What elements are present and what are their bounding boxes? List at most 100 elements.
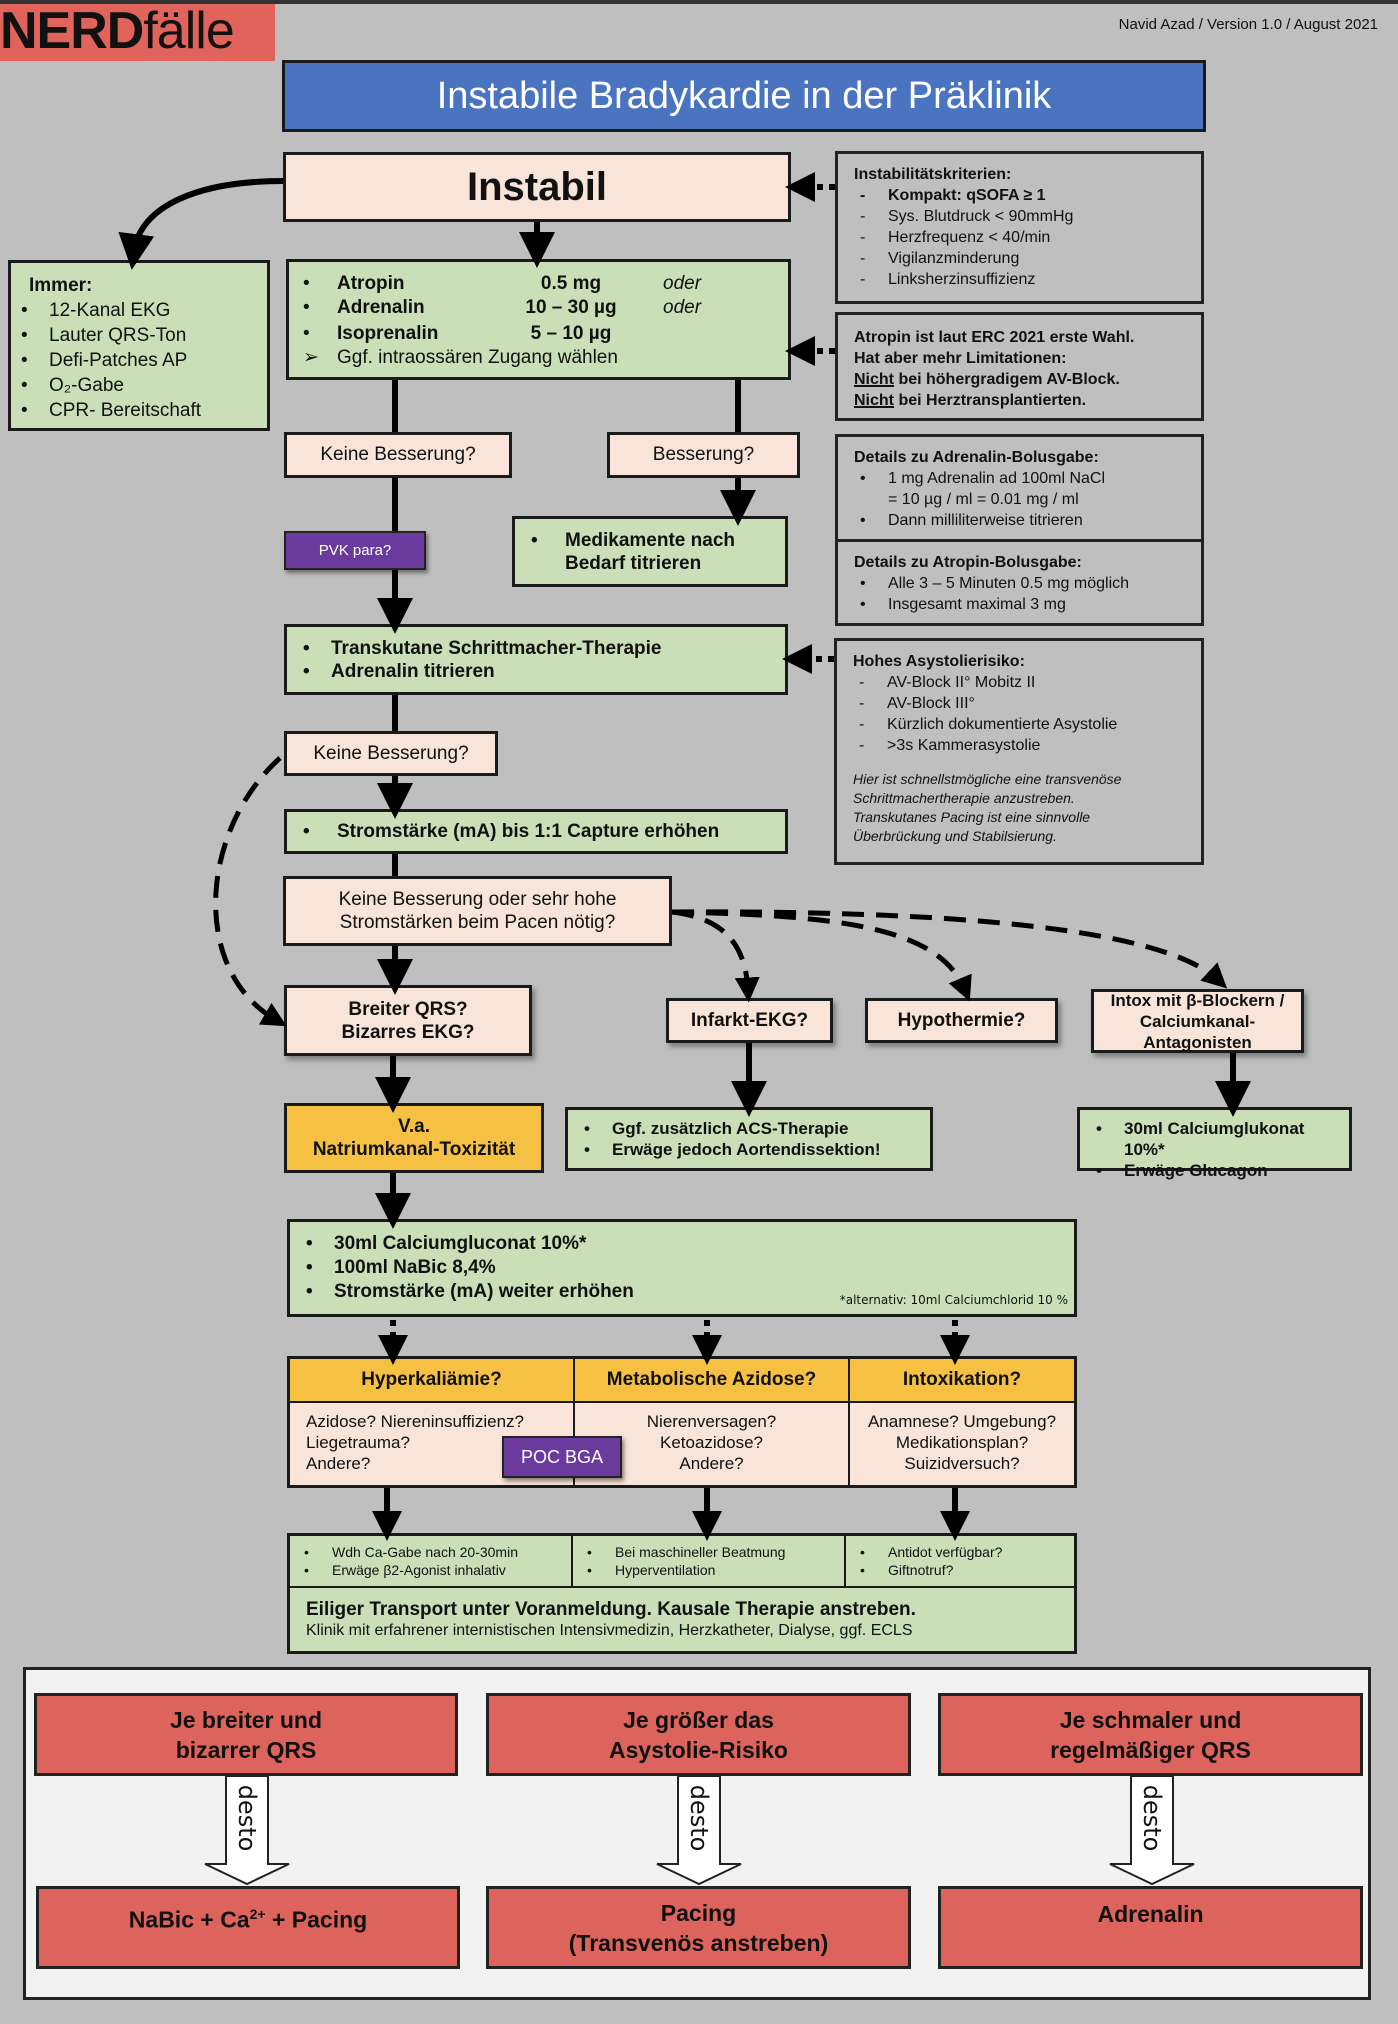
label: Calciumkanal-Antagonisten xyxy=(1139,1011,1256,1052)
superscript: 2+ xyxy=(249,1906,266,1922)
label: Infarkt-EKG? xyxy=(690,1009,809,1031)
keine-besserung-2: Keine Besserung? xyxy=(284,731,498,776)
label: Je schmaler und xyxy=(1059,1706,1242,1733)
label: Bedarf titrieren xyxy=(565,553,702,574)
cause-line: Medikationsplan? xyxy=(895,1433,1029,1452)
transport-sub: Klinik mit erfahrener internistischen In… xyxy=(306,1622,913,1639)
label: Medikamente nach xyxy=(565,530,735,551)
label: V.a. xyxy=(397,1116,431,1137)
desto-arrow-3: desto xyxy=(1108,1775,1196,1886)
immer-item: CPR- Bereitschaft xyxy=(15,398,257,423)
therapy-item: Stromstärke (mA) weiter erhöhen xyxy=(300,1280,1074,1304)
note-item: Linksherzinsuffizienz xyxy=(854,269,1191,290)
label: Je breiter und xyxy=(169,1706,323,1733)
atropin-note: Atropin ist laut ERC 2021 erste Wahl. Ha… xyxy=(835,312,1204,421)
hohe-stromstaerke-box: Keine Besserung oder sehr hohe Stromstär… xyxy=(283,876,672,946)
label: Asystolie-Risiko xyxy=(609,1736,788,1763)
therapy-item: 100ml NaBic 8,4% xyxy=(300,1256,1074,1280)
label: Je größer das xyxy=(623,1706,774,1733)
drugs-box: • Atropin 0.5 mg oder • Adrenalin 10 – 3… xyxy=(286,259,791,380)
immer-item: Lauter QRS-Ton xyxy=(15,323,257,348)
causes-table: Hyperkaliämie? Azidose? Niereninsuffizie… xyxy=(287,1356,1077,1488)
hypothermie-box: Hypothermie? xyxy=(865,998,1058,1043)
desto-label: desto xyxy=(685,1784,713,1852)
label: bizarrer QRS xyxy=(175,1736,317,1763)
therapy-cell: Antidot verfügbar?Giftnotruf? xyxy=(846,1536,1074,1586)
cause-body: Anamnese? Umgebung? Medikationsplan? Sui… xyxy=(850,1403,1074,1485)
label: Breiter QRS? xyxy=(348,998,468,1020)
note-item: Alle 3 – 5 Minuten 0.5 mg möglich xyxy=(854,573,1191,594)
infarkt-box: Infarkt-EKG? xyxy=(666,998,833,1043)
cause-line: Anamnese? Umgebung? xyxy=(867,1412,1057,1431)
note-item: Insgesamt maximal 3 mg xyxy=(854,594,1191,615)
desto-arrow-2: desto xyxy=(655,1775,743,1886)
immer-item: 12-Kanal EKG xyxy=(15,298,257,323)
immer-item: Defi-Patches AP xyxy=(15,348,257,373)
pacing-item: Transkutane Schrittmacher-Therapie xyxy=(297,637,785,660)
drug-row: • Adrenalin 10 – 30 µg oder xyxy=(303,297,702,318)
cause-line: Andere? xyxy=(679,1454,744,1473)
note-item: AV-Block II° Mobitz II xyxy=(853,672,1191,693)
drug-row: • Isoprenalin 5 – 10 µg xyxy=(303,322,788,346)
cause-col: Intoxikation? Anamnese? Umgebung? Medika… xyxy=(850,1359,1074,1485)
therapy-cell: Bei maschineller BeatmungHyperventilatio… xyxy=(573,1536,846,1586)
author-line: Navid Azad / Version 1.0 / August 2021 xyxy=(1118,16,1378,33)
asystolie-note: Hohes Asystolierisiko: AV-Block II° Mobi… xyxy=(834,638,1204,865)
therapy-item: Antidot verfügbar? xyxy=(854,1543,1074,1561)
pvk-badge: PVK para? xyxy=(284,531,426,570)
intox-box: Intox mit β-Blockern / Calciumkanal-Anta… xyxy=(1091,989,1304,1053)
top-border xyxy=(0,0,1398,4)
cause-line: Ketoazidose? xyxy=(659,1433,764,1452)
note-line: Nicht bei höhergradigem AV-Block. xyxy=(854,369,1191,390)
note-italic: Hier ist schnellstmögliche eine transven… xyxy=(853,771,1122,806)
transport-title: Eiliger Transport unter Voranmeldung. Ka… xyxy=(306,1599,916,1620)
desto-label: desto xyxy=(233,1784,261,1852)
keine-besserung-1: Keine Besserung? xyxy=(284,432,512,478)
logo-rest: fälle xyxy=(143,2,234,60)
label: Keine Besserung oder sehr hohe xyxy=(338,889,617,910)
label: Hypothermie? xyxy=(897,1009,1026,1031)
summary-top-1: Je breiter und bizarrer QRS xyxy=(34,1693,458,1776)
therapy-item-cont: Hyperventilation xyxy=(581,1561,844,1579)
cause-line: Nierenversagen? xyxy=(646,1412,777,1431)
note-item-cont: = 10 µg / ml = 0.01 mg / ml xyxy=(854,489,1191,510)
note-item: Sys. Blutdruck < 90mmHg xyxy=(854,206,1191,227)
note-line: Hat aber mehr Limitationen: xyxy=(854,350,1067,367)
label: Keine Besserung? xyxy=(313,742,469,764)
cause-title: Hyperkaliämie? xyxy=(290,1359,573,1403)
note-line: Atropin ist laut ERC 2021 erste Wahl. xyxy=(854,329,1135,346)
natrium-therapy-box: 30ml Calciumgluconat 10%* 100ml NaBic 8,… xyxy=(287,1219,1077,1317)
drug-name: Atropin xyxy=(337,273,405,294)
instabil-box: Instabil xyxy=(283,152,791,222)
desto-arrow-1: desto xyxy=(203,1775,291,1886)
note-text: bei höhergradigem AV-Block. xyxy=(894,371,1120,388)
calcium-item: 30ml Calciumglukonat 10%* xyxy=(1090,1118,1349,1160)
arrow-bullet-icon: ➢ xyxy=(303,347,319,368)
dashed-arrow-loop xyxy=(213,756,287,1027)
desto-label: desto xyxy=(1138,1784,1166,1852)
note-item: 1 mg Adrenalin ad 100ml NaCl xyxy=(854,468,1191,489)
cause-line: Liegetrauma? xyxy=(306,1433,410,1452)
therapy-item: Erwäge β2-Agonist inhalativ xyxy=(298,1561,571,1579)
drug-row: • Atropin 0.5 mg oder xyxy=(303,273,702,294)
label: (Transvenös anstreben) xyxy=(568,1929,829,1956)
summary-bottom-2: Pacing (Transvenös anstreben) xyxy=(486,1886,911,1969)
label: Pacing xyxy=(660,1899,737,1926)
label: Stromstärken beim Pacen nötig? xyxy=(339,912,616,933)
besserung-box: Besserung? xyxy=(607,432,800,478)
nicht-underlined: Nicht xyxy=(854,392,894,409)
poc-bga-badge: POC BGA xyxy=(502,1436,622,1478)
cause-line: Suizidversuch? xyxy=(904,1454,1020,1473)
transport-cell: Eiliger Transport unter Voranmeldung. Ka… xyxy=(290,1588,1074,1641)
calcium-intox-box: 30ml Calciumglukonat 10%* Erwäge Glucago… xyxy=(1077,1107,1352,1181)
note-item: Herzfrequenz < 40/min xyxy=(854,227,1191,248)
note-text: bei Herztransplantierten. xyxy=(894,392,1087,409)
drug-hint-text: Ggf. intraossären Zugang wählen xyxy=(337,347,618,368)
cause-line: Azidose? Niereninsuffizienz? xyxy=(306,1412,524,1431)
acs-item: Erwäge jedoch Aortendissektion! xyxy=(578,1139,930,1160)
note-line: Nicht bei Herztransplantierten. xyxy=(854,390,1191,411)
note-item: Vigilanzminderung xyxy=(854,248,1191,269)
drug-dose: 10 – 30 µg xyxy=(525,297,617,318)
text: NaBic + Ca xyxy=(128,1906,250,1933)
arrow-instabil-immer xyxy=(118,178,284,270)
